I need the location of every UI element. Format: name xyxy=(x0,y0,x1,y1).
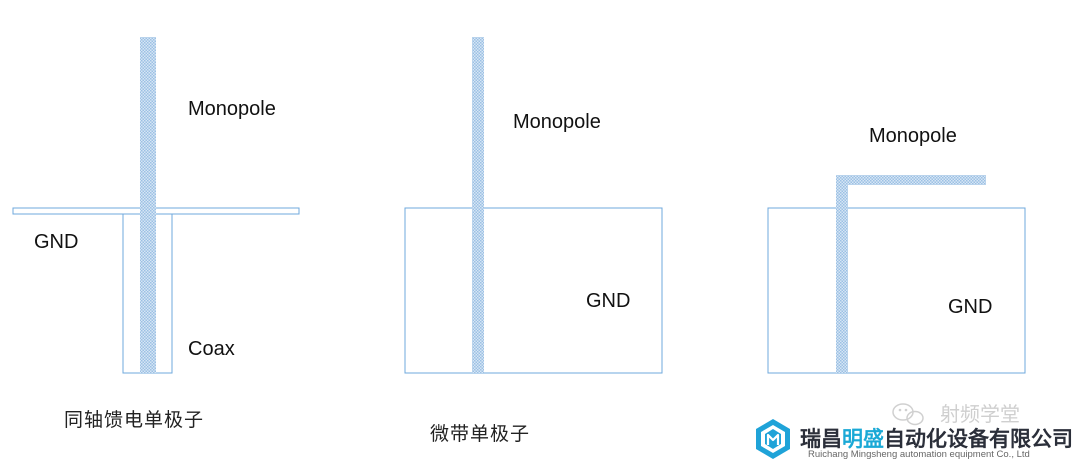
gnd-label-1: GND xyxy=(34,231,79,253)
brand-name-part1: 瑞昌 xyxy=(800,427,842,451)
monopole-vertical-element xyxy=(836,175,848,373)
monopole-element xyxy=(472,37,484,373)
monopole-label-1: Monopole xyxy=(188,98,276,120)
monopole-label-3: Monopole xyxy=(869,125,957,147)
monopole-element xyxy=(140,37,156,373)
caption-microstrip-monopole: 微带单极子 xyxy=(430,423,531,445)
brand-name: 瑞昌明盛自动化设备有限公司 xyxy=(800,423,1073,453)
caption-coax-fed-monopole: 同轴馈电单极子 xyxy=(64,409,205,431)
brand-subtitle: Ruichang Mingsheng automation equipment … xyxy=(808,449,1030,460)
gnd-label-2: GND xyxy=(586,290,631,312)
ground-plane xyxy=(767,207,1026,374)
coax-label: Coax xyxy=(188,338,235,360)
hexagon-m-logo-icon xyxy=(756,419,790,459)
watermark-text: 射频学堂 xyxy=(940,402,1020,426)
microstrip-monopole-diagram xyxy=(404,37,663,374)
gnd-label-3: GND xyxy=(948,296,993,318)
monopole-horizontal-element xyxy=(836,175,986,185)
ground-plane xyxy=(404,207,663,374)
monopole-label-2: Monopole xyxy=(513,111,601,133)
brand-name-highlight: 明盛 xyxy=(842,427,884,451)
coax-fed-monopole-diagram xyxy=(12,37,300,374)
brand-name-part2: 自动化设备有限公司 xyxy=(884,427,1073,451)
bent-monopole-diagram xyxy=(767,175,1026,374)
wechat-icon xyxy=(892,403,924,426)
